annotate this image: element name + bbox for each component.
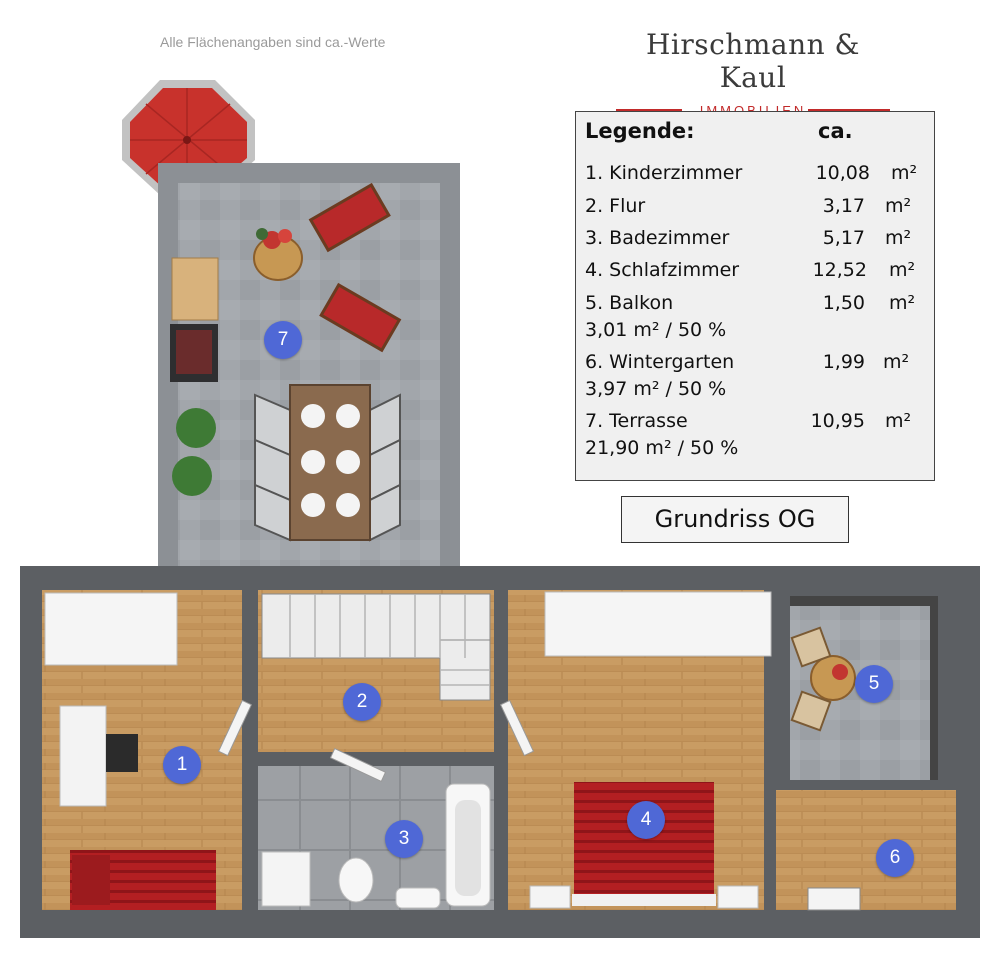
plant-1 bbox=[176, 408, 216, 448]
double-bed bbox=[574, 782, 714, 900]
deck-chair-2 bbox=[319, 282, 402, 353]
room-badge-6: 6 bbox=[876, 839, 914, 877]
area-note: Alle Flächenangaben sind ca.-Werte bbox=[160, 34, 386, 50]
room-badge-3: 3 bbox=[385, 820, 423, 858]
room-badge-7: 7 bbox=[264, 321, 302, 359]
washbasin bbox=[395, 887, 441, 909]
desk bbox=[59, 705, 107, 807]
brand-logo: Hirschmann & Kaul IMMOBILIEN bbox=[612, 28, 894, 118]
balcony-table bbox=[810, 655, 856, 701]
nightstand-right bbox=[717, 885, 759, 909]
nightstand-left bbox=[529, 885, 571, 909]
legend-sub: 3,01 m² / 50 % bbox=[585, 319, 727, 341]
legend-row: 7. Terrasse 10,95 m² bbox=[585, 410, 912, 432]
legend-sub: 21,90 m² / 50 % bbox=[585, 437, 739, 459]
room-badge-5: 5 bbox=[855, 665, 893, 703]
brand-name: Hirschmann & Kaul bbox=[646, 28, 860, 94]
outdoor-shelf bbox=[171, 257, 219, 321]
legend-row: 1. Kinderzimmer 10,08 m² bbox=[585, 162, 918, 184]
side-table bbox=[253, 228, 303, 281]
door-bad bbox=[329, 747, 387, 783]
legend-title: Legende: bbox=[585, 119, 695, 143]
door-flur bbox=[217, 699, 253, 757]
legend-ca: ca. bbox=[818, 119, 853, 143]
room-badge-4: 4 bbox=[627, 801, 665, 839]
dining-set bbox=[254, 384, 401, 542]
legend-row: 2. Flur 3,17 m² bbox=[585, 195, 912, 217]
room-wintergarten bbox=[776, 790, 956, 910]
toilet bbox=[338, 857, 374, 903]
plant-2 bbox=[172, 456, 212, 496]
legend-row: 5. Balkon 1,50 m² bbox=[585, 292, 916, 314]
door-schlafzimmer bbox=[499, 699, 535, 757]
legend-row: 4. Schlafzimmer 12,52 m² bbox=[585, 259, 916, 281]
room-badge-1: 1 bbox=[163, 746, 201, 784]
plan-title: Grundriss OG bbox=[621, 496, 849, 543]
winter-garden-bench bbox=[807, 887, 861, 911]
legend-sub: 3,97 m² / 50 % bbox=[585, 378, 727, 400]
wardrobe bbox=[44, 592, 178, 666]
balcony-chair-2 bbox=[790, 690, 832, 732]
staircase bbox=[261, 593, 491, 701]
legend-box: Legende: ca. 1. Kinderzimmer 10,08 m² 2.… bbox=[575, 111, 935, 481]
deck-chair-1 bbox=[308, 182, 391, 253]
legend-row: 6. Wintergarten 1,99 m² bbox=[585, 351, 910, 373]
balcony-chair-1 bbox=[790, 626, 832, 668]
washing-machine bbox=[261, 851, 311, 907]
bedroom-wardrobe bbox=[544, 591, 772, 657]
legend-row: 3. Badezimmer 5,17 m² bbox=[585, 227, 912, 249]
room-badge-2: 2 bbox=[343, 683, 381, 721]
